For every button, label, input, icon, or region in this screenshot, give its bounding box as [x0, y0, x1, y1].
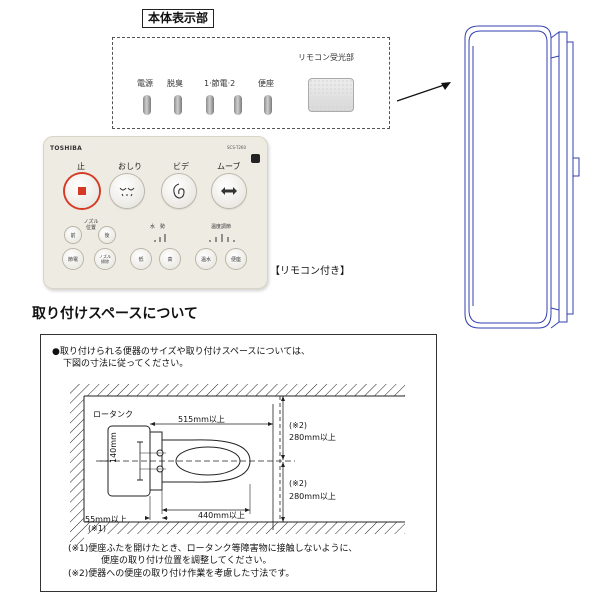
stop-icon — [78, 187, 86, 195]
remote-brand: TOSHIBA — [50, 145, 83, 152]
dim-280-top-note: (※2) — [289, 421, 308, 430]
nozzle-clean-label: ノズル掃除 — [99, 254, 111, 264]
indicator-label-deodorize: 脱臭 — [167, 79, 183, 88]
water-temp-button[interactable]: 温水 — [196, 249, 216, 269]
deodorize-lamp — [174, 95, 182, 115]
rear-wash-button[interactable] — [110, 174, 144, 208]
power-lamp — [143, 95, 151, 115]
pressure-high-label: 高 — [167, 256, 173, 263]
indicator-label-power: 電源 — [137, 79, 153, 88]
panel-title: 本体表示部 — [142, 9, 215, 28]
temperature-label: 温度調節 — [211, 224, 232, 230]
dim-280-bottom: 280mm以上 — [289, 492, 336, 501]
pressure-high-button[interactable]: 高 — [160, 249, 180, 269]
bidet-button[interactable] — [162, 174, 196, 208]
indicator-label-eco: 1·節電·2 — [204, 79, 236, 88]
dim-440: 440mm以上 — [198, 511, 245, 520]
nozzle-front-button[interactable]: 前 — [65, 227, 81, 243]
dim-140: 140mm — [109, 432, 118, 463]
indicator-label-seat: 便座 — [258, 79, 274, 88]
bidet-icon — [173, 183, 185, 199]
stop-label: 止 — [77, 162, 85, 171]
eco1-lamp — [206, 95, 214, 115]
rear-wash-label: おしり — [118, 162, 142, 171]
rear-wash-icon — [119, 187, 135, 197]
eco-label: 節電 — [67, 256, 78, 263]
space-heading: 取り付けスペースについて — [32, 306, 198, 322]
installation-diagram — [70, 384, 405, 546]
ir-receiver-window — [308, 78, 354, 112]
pointer-arrow — [396, 82, 451, 102]
nozzle-clean-button[interactable]: ノズル掃除 — [95, 249, 115, 269]
pressure-low-button[interactable]: 低 — [131, 249, 151, 269]
remote-ir-emitter — [251, 154, 260, 163]
dim-515: 515mm以上 — [178, 415, 225, 424]
pressure-low-label: 低 — [138, 256, 144, 263]
remote-included-note: 【リモコン付き】 — [270, 266, 350, 277]
nozzle-back-button[interactable]: 後 — [99, 227, 115, 243]
space-box — [40, 334, 437, 592]
seat-temp-label: 便座 — [230, 256, 241, 263]
eco2-lamp — [234, 95, 242, 115]
remote-model: SCS-T260 — [227, 145, 247, 150]
panel-frame — [112, 37, 390, 129]
bidet-label: ビデ — [173, 162, 189, 171]
footnote-1-line-2: 便座の取り付け位置を調整してください。 — [101, 556, 272, 566]
nozzle-front-label: 前 — [70, 232, 76, 239]
receiver-label: リモコン受光部 — [298, 53, 354, 62]
intro-line-1: ●取り付けられる便器のサイズや取り付けスペースについては、 — [52, 347, 311, 357]
seat-lamp — [264, 95, 272, 115]
stop-button[interactable] — [65, 174, 99, 208]
dim-55: 55mm以上 — [85, 515, 127, 524]
move-label: ムーブ — [217, 162, 241, 171]
nozzle-back-label: 後 — [104, 232, 110, 239]
dim-55-note: (※1) — [88, 524, 107, 533]
water-pressure-label: 水 勢 — [150, 224, 166, 230]
footnote-2: (※2)便器への便座の取り付け作業を考慮した寸法です。 — [68, 569, 295, 579]
intro-line-2: 下図の寸法に従ってください。 — [63, 359, 189, 369]
seat-temp-button[interactable]: 便座 — [226, 249, 246, 269]
move-arrows-icon — [221, 187, 237, 195]
dim-280-top: 280mm以上 — [289, 433, 336, 442]
side-unit-drawing — [464, 25, 580, 329]
footnote-1-line-1: (※1)便座ふたを開けたとき、ロータンク等障害物に接触しないように、 — [68, 544, 358, 554]
water-temp-label: 温水 — [200, 256, 211, 263]
tank-label: ロータンク — [93, 410, 133, 419]
level-ticks — [154, 234, 235, 242]
dim-280-bottom-note: (※2) — [289, 479, 308, 488]
move-button[interactable] — [212, 174, 246, 208]
nozzle-position-label: ノズル位置 — [83, 219, 99, 231]
eco-button[interactable]: 節電 — [63, 249, 83, 269]
